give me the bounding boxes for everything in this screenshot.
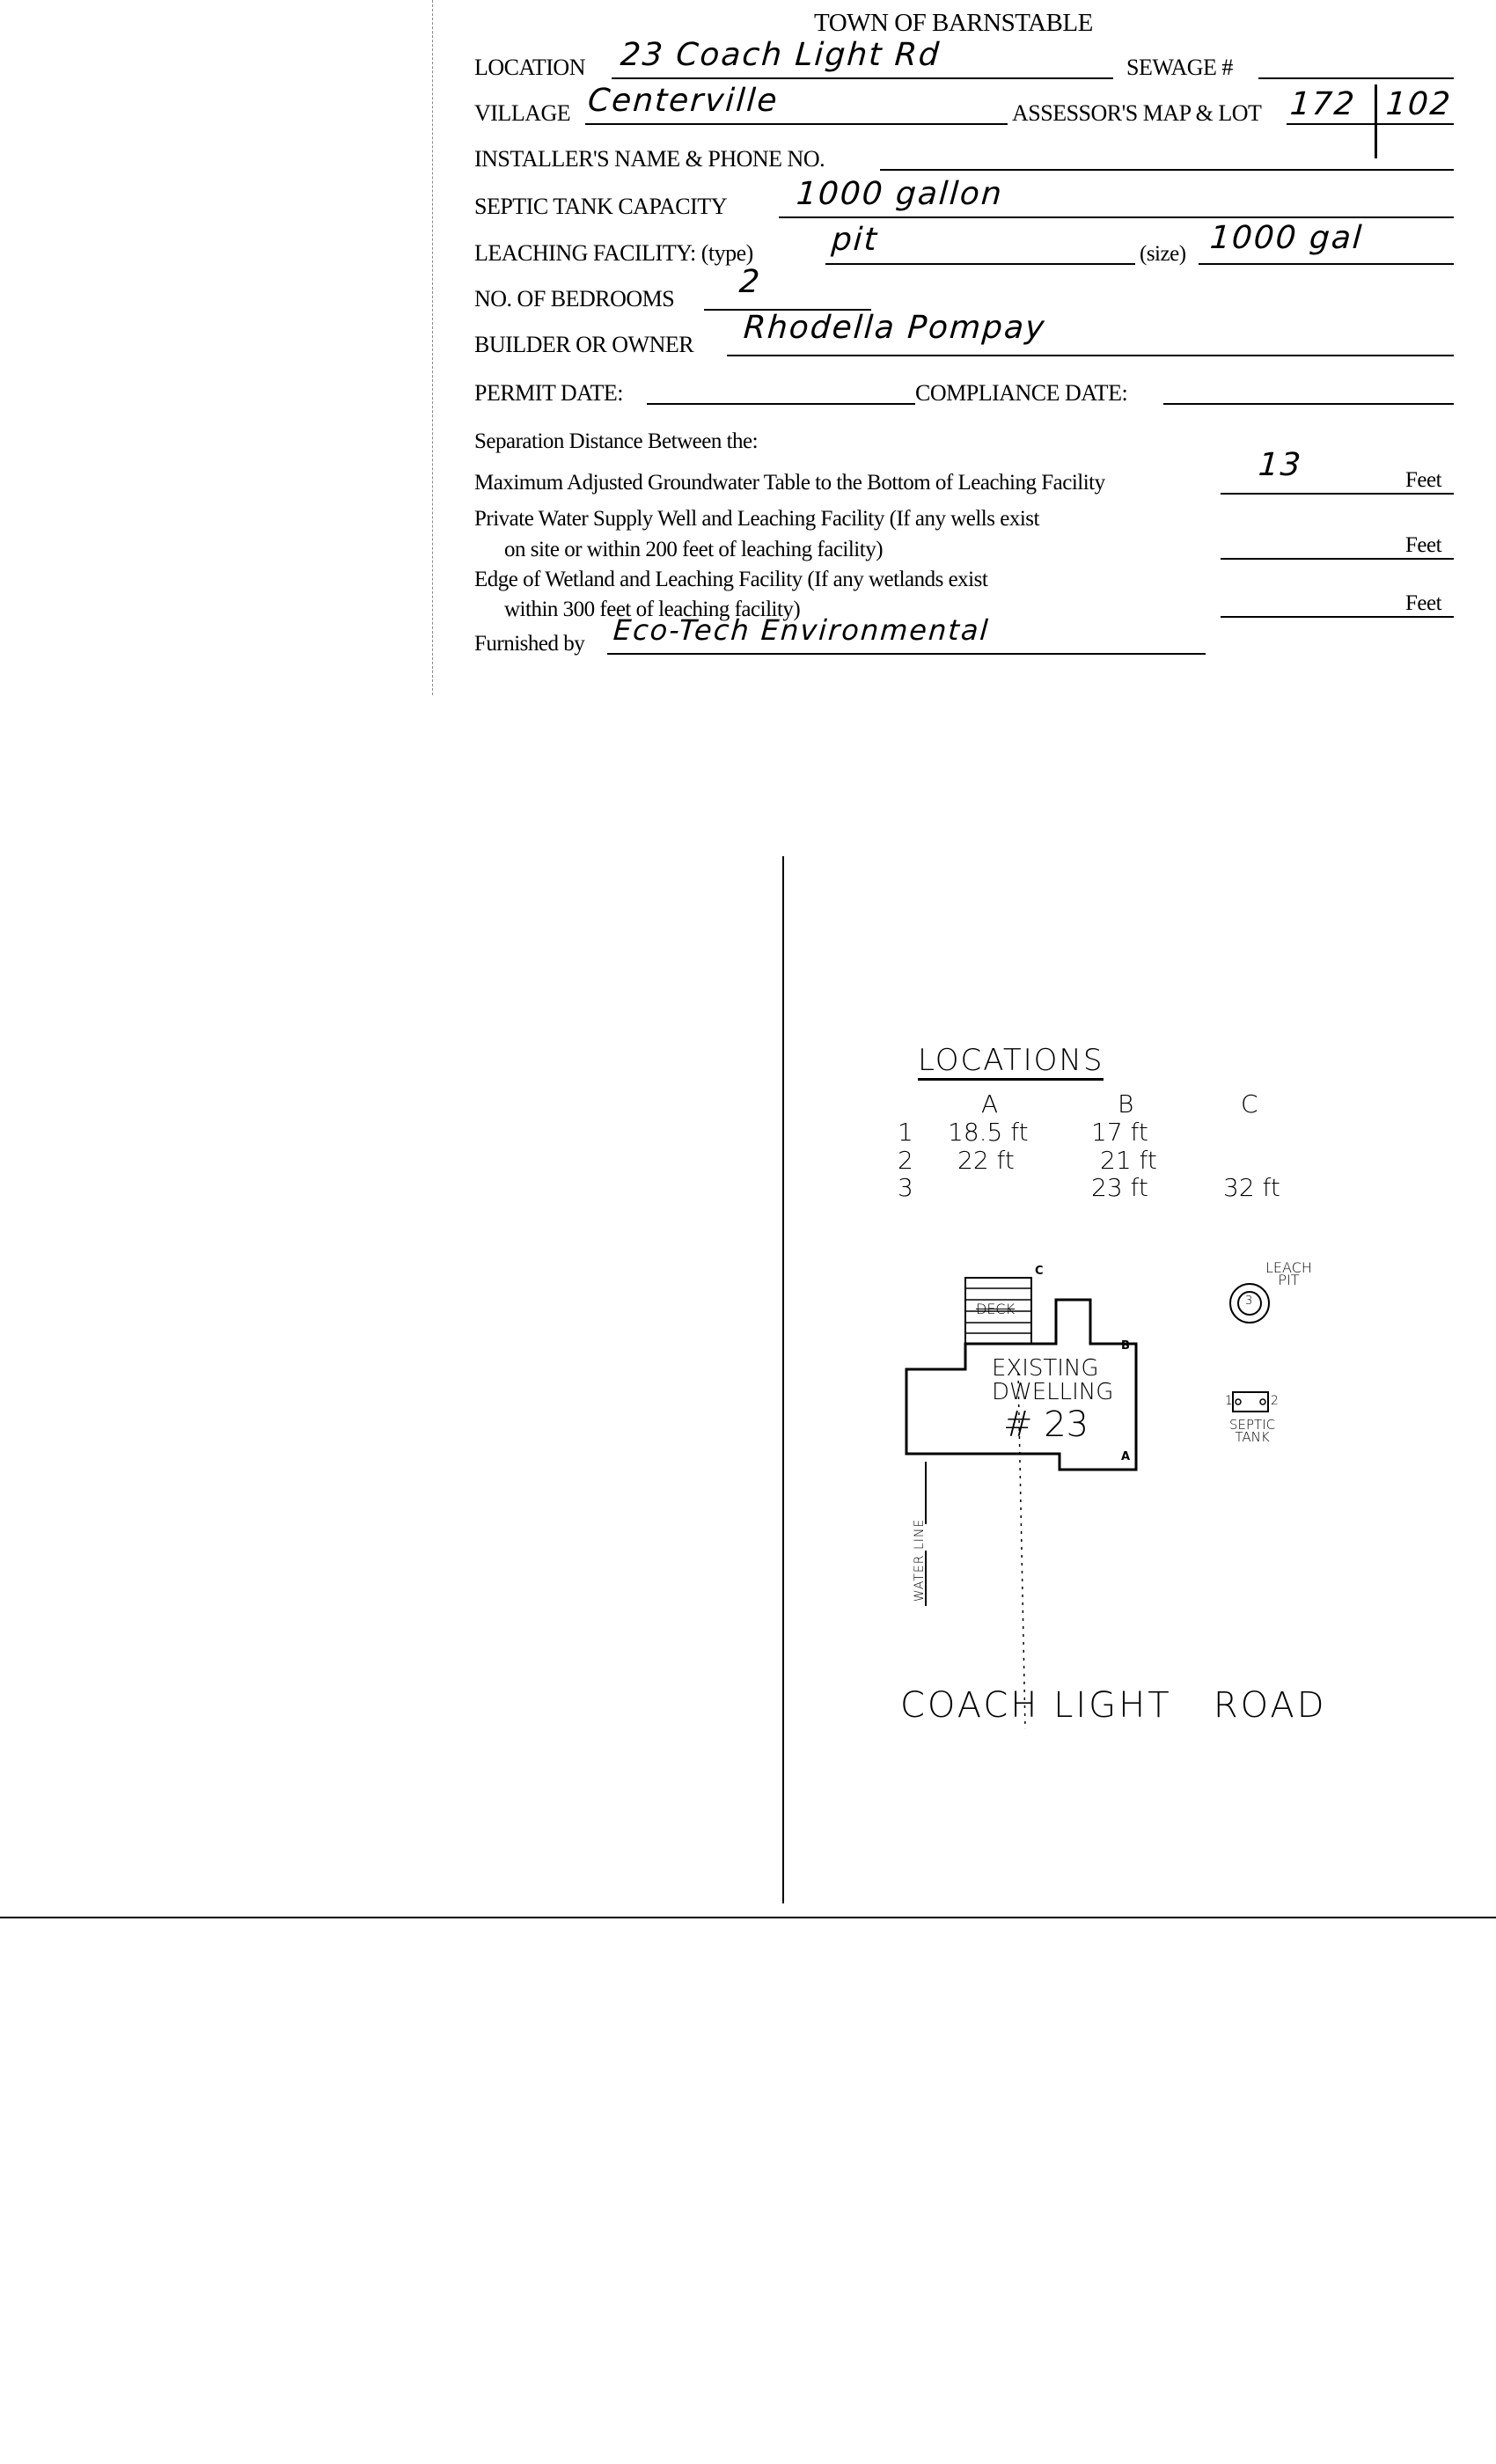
leaching-size-label: (size) <box>1140 242 1186 266</box>
row-3-c: 32 ft <box>1223 1173 1280 1202</box>
compliance-date-label: COMPLIANCE DATE: <box>915 380 1128 406</box>
dwelling-label-2: DWELLING <box>992 1379 1114 1405</box>
road-label: COACH LIGHT ROAD <box>900 1685 1327 1726</box>
separation-heading: Separation Distance Between the: <box>474 429 759 453</box>
leach-pit-label-2: PIT <box>1278 1272 1300 1288</box>
permit-date-field[interactable] <box>647 403 915 405</box>
compliance-date-field[interactable] <box>1163 403 1454 405</box>
map-lot-field[interactable] <box>1287 123 1454 125</box>
feet-unit: Feet <box>1405 591 1442 615</box>
septic-point-1: 1 <box>1225 1394 1233 1408</box>
groundwater-field[interactable] <box>1221 493 1454 495</box>
location-label: LOCATION <box>474 55 586 80</box>
sewage-field[interactable] <box>1258 77 1454 79</box>
form-title: TOWN OF BARNSTABLE <box>814 9 1093 37</box>
leaching-type-label: LEACHING FACILITY: (type) <box>474 240 753 266</box>
furnished-field[interactable] <box>607 653 1206 655</box>
septic-point-2: 2 <box>1271 1394 1279 1408</box>
septic-tank-label: SEPTIC TANK <box>1229 1417 1276 1445</box>
leach-pit-number: 3 <box>1245 1294 1253 1308</box>
well-label-2: on site or within 200 feet of leaching f… <box>504 538 884 561</box>
dwelling-label-1: EXISTING <box>992 1355 1099 1382</box>
feet-unit: Feet <box>1405 533 1442 557</box>
permit-date-label: PERMIT DATE: <box>474 380 624 406</box>
well-field[interactable] <box>1221 558 1454 560</box>
septic-tank-label-1: SEPTIC <box>1229 1417 1276 1433</box>
wetland-field[interactable] <box>1221 616 1454 618</box>
leaching-type-field[interactable] <box>825 263 1135 265</box>
locations-title: LOCATIONS <box>918 1043 1104 1081</box>
wetland-label-1: Edge of Wetland and Leaching Facility (I… <box>474 568 988 591</box>
bedrooms-field[interactable] <box>704 309 871 311</box>
margin-line <box>432 0 433 695</box>
leach-pit-label-1: LEACH <box>1265 1259 1312 1276</box>
tank-capacity-label: SEPTIC TANK CAPACITY <box>474 194 727 219</box>
corner-c-label: C <box>1035 1265 1044 1278</box>
septic-tank-label-2: TANK <box>1235 1429 1270 1445</box>
column-header-b: B <box>1118 1089 1134 1118</box>
tank-capacity-field[interactable] <box>779 216 1454 218</box>
leach-pit-icon <box>1229 1283 1270 1324</box>
row-3-b: 23 ft <box>1091 1173 1148 1202</box>
map-lot-label: ASSESSOR'S MAP & LOT <box>1012 100 1262 126</box>
row-2-a: 22 ft <box>957 1146 1015 1175</box>
row-number: 1 <box>898 1118 913 1147</box>
well-label-1: Private Water Supply Well and Leaching F… <box>474 507 1039 531</box>
row-1-b: 17 ft <box>1091 1118 1148 1147</box>
bedrooms-label: NO. OF BEDROOMS <box>474 286 675 312</box>
installer-field[interactable] <box>880 169 1454 171</box>
row-number: 3 <box>898 1173 913 1202</box>
column-header-c: C <box>1241 1089 1258 1118</box>
installer-label: INSTALLER'S NAME & PHONE NO. <box>474 146 825 172</box>
leaching-size-field[interactable] <box>1199 263 1454 265</box>
row-number: 2 <box>898 1146 913 1175</box>
furnished-label: Furnished by <box>474 632 585 656</box>
map-lot-divider <box>1375 84 1377 158</box>
plan-border-line <box>782 856 784 1903</box>
feet-unit: Feet <box>1405 468 1442 492</box>
groundwater-label: Maximum Adjusted Groundwater Table to th… <box>474 471 1105 495</box>
row-1-a: 18.5 ft <box>948 1118 1029 1147</box>
sewage-label: SEWAGE # <box>1126 55 1233 80</box>
page-bottom-rule <box>0 1917 1496 1918</box>
water-line-label: WATER LINE <box>913 1518 927 1602</box>
row-2-b: 21 ft <box>1100 1146 1157 1175</box>
owner-field[interactable] <box>727 355 1454 356</box>
dwelling-outline <box>905 1298 1138 1471</box>
septic-tank-icon <box>1232 1391 1269 1412</box>
corner-b-label: B <box>1121 1339 1130 1353</box>
village-field[interactable] <box>585 123 1008 125</box>
wetland-label-2: within 300 feet of leaching facility) <box>504 598 801 621</box>
deck-label: DECK <box>976 1301 1016 1317</box>
owner-label: BUILDER OR OWNER <box>474 332 694 357</box>
leach-pit-label: LEACH PIT <box>1265 1259 1312 1288</box>
village-label: VILLAGE <box>474 100 571 126</box>
location-field[interactable] <box>612 77 1113 79</box>
column-header-a: A <box>981 1089 999 1118</box>
dwelling-number: # 23 <box>1003 1404 1089 1445</box>
corner-a-label: A <box>1121 1450 1131 1463</box>
